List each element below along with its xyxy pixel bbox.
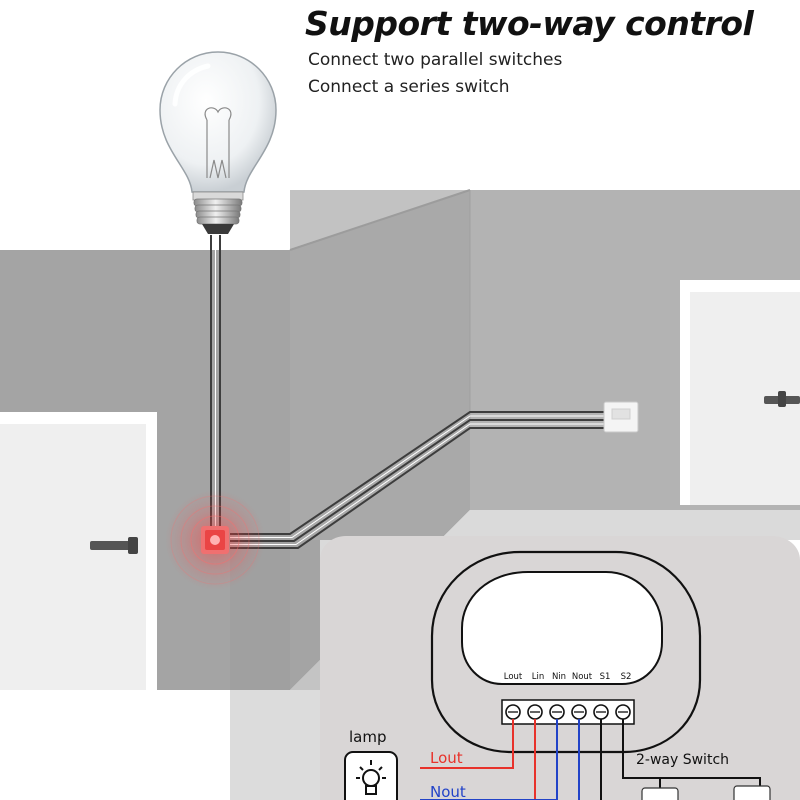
wire-label-lout: Lout [430, 749, 463, 767]
switch-label: 2-way Switch [636, 752, 729, 768]
terminal-label-s1: S1 [600, 672, 611, 682]
light-bulb-icon [159, 51, 277, 234]
feature-item: Connect a series switch [308, 77, 510, 97]
page-title: Support two-way control [305, 4, 754, 43]
terminal-label-s2: S2 [621, 672, 632, 682]
terminal-label-nin: Nin [552, 672, 566, 682]
right-door [680, 280, 800, 505]
wiring-panel: Lout Lin Nin Nout S1 S2 Lout Nout 2-way … [320, 536, 800, 800]
smart-module [165, 490, 265, 590]
terminal-label-lout: Lout [504, 672, 523, 682]
terminal-label-nout: Nout [572, 672, 593, 682]
bulb-base [193, 198, 243, 225]
wire-label-nout: Nout [430, 783, 466, 800]
wall-switch [603, 401, 639, 433]
left-door [0, 412, 157, 690]
lamp-icon [344, 751, 398, 800]
terminal-label-lin: Lin [532, 672, 544, 682]
feature-item: Connect two parallel switches [308, 50, 563, 70]
lamp-label: lamp [349, 728, 387, 746]
terminal-wires [420, 719, 761, 800]
